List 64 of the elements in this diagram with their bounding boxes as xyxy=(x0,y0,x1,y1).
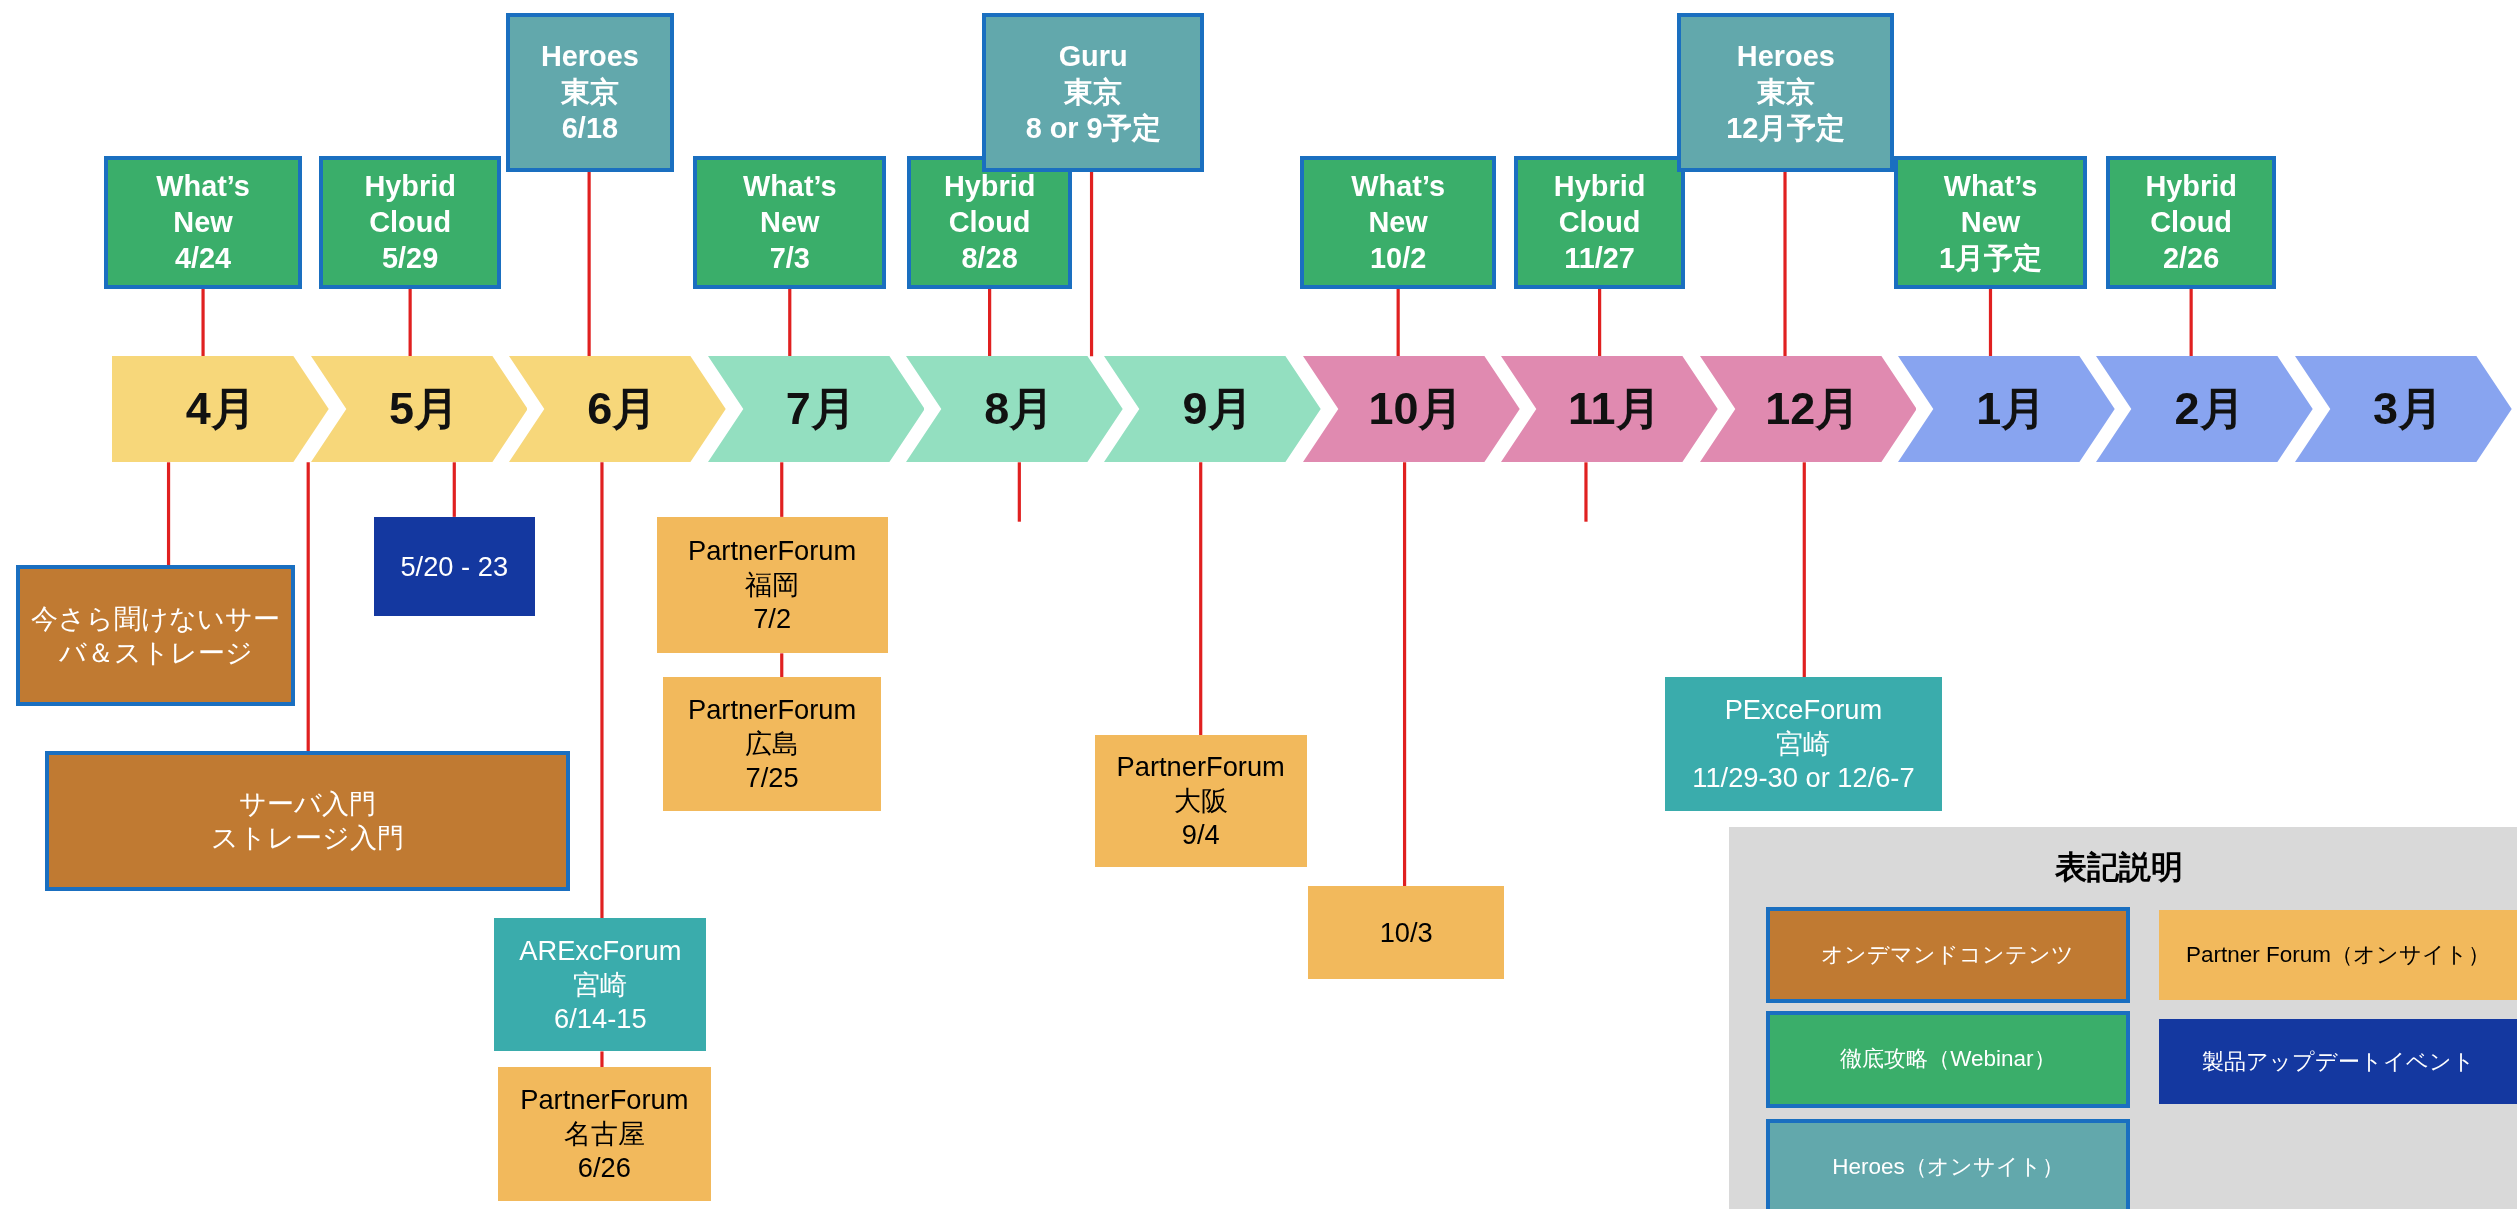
webinar-box: Hybrid Cloud 5/29 xyxy=(319,155,501,289)
connector-line xyxy=(1396,288,1400,357)
connector-line xyxy=(1598,288,1602,357)
forum-box: PartnerForum 名古屋 6/26 xyxy=(497,1067,712,1201)
forum-box: PartnerForum 福岡 7/2 xyxy=(656,516,888,654)
onsite-event-box: Heroes 東京 6/18 xyxy=(505,12,675,172)
connector-line xyxy=(452,462,456,517)
on-demand-box: 今さら聞けないサーバ＆ストレージ xyxy=(16,565,296,707)
month-band: 12月 xyxy=(1699,356,1917,463)
box-text: ストレージ入門 xyxy=(210,821,404,856)
legend-text: Heroes（オンサイト） xyxy=(1832,1152,2064,1181)
connector-line xyxy=(201,288,205,357)
month-band: 7月 xyxy=(707,356,925,463)
connector-line xyxy=(1584,462,1588,522)
connector-line xyxy=(600,462,604,919)
month-band: 4月 xyxy=(112,356,330,463)
box-text: サーバ入門 xyxy=(238,786,376,821)
forum-box: PExceForum 宮崎 11/29-30 or 12/6-7 xyxy=(1664,677,1943,811)
webinar-box: Hybrid Cloud 8/28 xyxy=(906,155,1073,289)
connector-line xyxy=(1783,171,1787,357)
legend-text: オンデマンドコンテンツ xyxy=(1821,941,2075,970)
connector-line xyxy=(600,1051,604,1068)
month-band: 10月 xyxy=(1302,356,1520,463)
event-box: 5/20 - 23 xyxy=(374,516,535,617)
legend-text: Partner Forum（オンサイト） xyxy=(2186,941,2490,970)
connector-line xyxy=(2189,288,2193,357)
onsite-event-box: Guru 東京 8 or 9予定 xyxy=(982,12,1204,172)
webinar-box: What’s New 1月予定 xyxy=(1894,155,2087,289)
month-band: 8月 xyxy=(906,356,1123,463)
month-band: 9月 xyxy=(1104,356,1322,463)
month-band: 1月 xyxy=(1898,356,2115,463)
connector-line xyxy=(1199,462,1203,736)
forum-box: ARExcForum 宮崎 6/14-15 xyxy=(494,918,707,1052)
forum-box: PartnerForum 大阪 9/4 xyxy=(1094,735,1307,867)
month-band: 11月 xyxy=(1501,356,1718,463)
webinar-box: Hybrid Cloud 2/26 xyxy=(2106,155,2277,289)
on-demand-box xyxy=(44,751,570,891)
connector-line xyxy=(166,462,171,566)
connector-line xyxy=(788,288,792,357)
webinar-box: What’s New 10/2 xyxy=(1300,155,1497,289)
legend-text: 製品アップデートイベント xyxy=(2201,1047,2475,1076)
connector-line xyxy=(306,462,310,752)
forum-box: 10/3 xyxy=(1308,886,1505,980)
legend-text: 徹底攻略（Webinar） xyxy=(1840,1045,2056,1074)
connector-line xyxy=(1802,462,1806,678)
connector-line xyxy=(988,288,992,357)
legend-title: 表記説明 xyxy=(2054,847,2183,887)
webinar-box: What’s New 4/24 xyxy=(104,155,302,289)
connector-line xyxy=(1089,171,1094,357)
month-band: 3月 xyxy=(2294,356,2512,463)
connector-line xyxy=(408,288,412,357)
webinar-box: What’s New 7/3 xyxy=(693,155,887,289)
connector-line xyxy=(780,653,784,678)
webinar-box: Hybrid Cloud 11/27 xyxy=(1513,155,1686,289)
connector-line xyxy=(1988,288,1993,357)
onsite-event-box: Heroes 東京 12月予定 xyxy=(1677,12,1895,172)
month-band: 5月 xyxy=(310,356,528,463)
connector-line xyxy=(1017,462,1021,522)
month-band: 2月 xyxy=(2096,356,2314,463)
connector-line xyxy=(1403,462,1407,887)
forum-box: PartnerForum 広島 7/25 xyxy=(662,677,882,811)
connector-line xyxy=(587,171,591,357)
connector-line xyxy=(780,462,784,517)
month-band: 6月 xyxy=(509,356,726,463)
